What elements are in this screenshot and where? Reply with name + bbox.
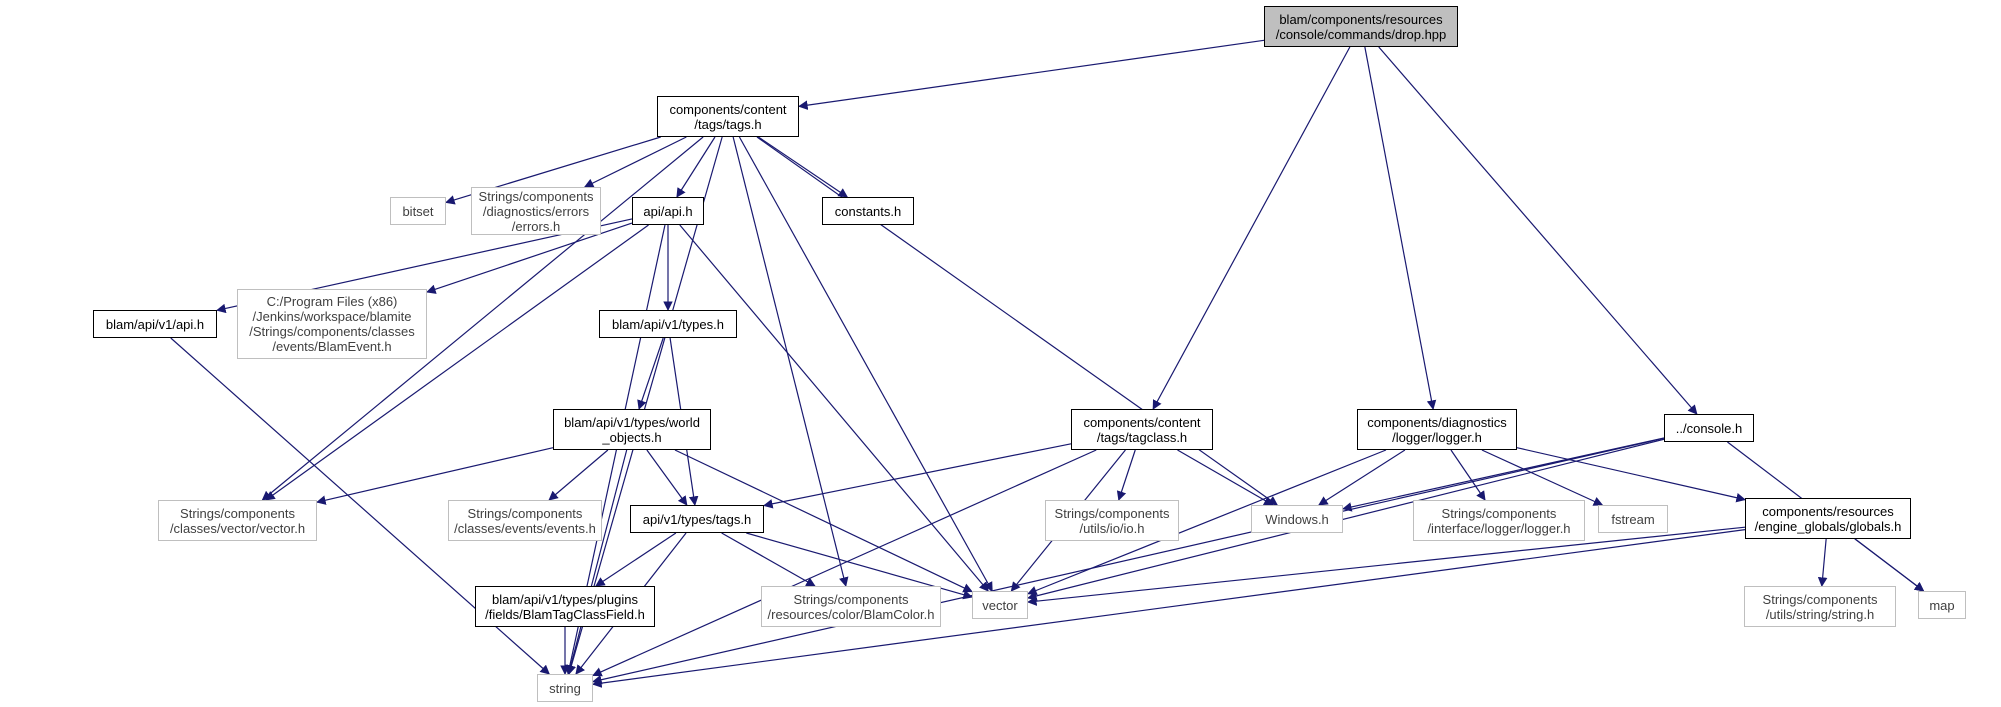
- edge-logger-to-globals: [1516, 447, 1746, 503]
- edge-apih-to-vector: [679, 224, 989, 592]
- node-vector: vector: [972, 591, 1028, 619]
- edge-tags-to-blamcolor: [732, 136, 849, 587]
- node-vectorh: Strings/components /classes/vector/vecto…: [158, 500, 317, 541]
- edge-tags-to-vectorh: [261, 136, 704, 501]
- edge-tags-to-errors: [583, 136, 687, 188]
- node-typestags[interactable]: api/v1/types/tags.h: [630, 505, 764, 533]
- edge-tags-to-apih: [676, 136, 716, 198]
- node-apih[interactable]: api/api.h: [632, 197, 704, 225]
- edge-drop-to-logger: [1364, 46, 1437, 410]
- edge-logger-to-windows: [1318, 449, 1406, 506]
- edge-console-to-windows: [1342, 437, 1665, 512]
- edge-drop-to-tagclass: [1152, 46, 1351, 410]
- edge-drop-to-tags: [798, 39, 1265, 110]
- edge-worldobj-to-vector: [674, 449, 973, 593]
- edge-worldobj-to-typestags: [646, 449, 688, 506]
- node-globals[interactable]: components/resources /engine_globals/glo…: [1745, 498, 1911, 539]
- node-map: map: [1918, 591, 1966, 619]
- node-string: string: [537, 674, 593, 702]
- node-fstream: fstream: [1598, 505, 1668, 533]
- node-blamcolor: Strings/components /resources/color/Blam…: [761, 586, 941, 627]
- edge-globals-to-vector: [1027, 526, 1746, 606]
- node-errors: Strings/components /diagnostics/errors /…: [471, 187, 601, 235]
- node-console[interactable]: ../console.h: [1664, 414, 1754, 442]
- edge-tagclass-to-string: [592, 449, 1097, 677]
- edge-logger-to-ilogger: [1450, 449, 1486, 501]
- edge-tagclass-to-windows: [1177, 449, 1274, 506]
- edge-tagclass-to-ioh: [1116, 449, 1136, 501]
- edge-v1types-to-worldobj: [637, 337, 664, 410]
- node-windows: Windows.h: [1251, 505, 1343, 533]
- edge-worldobj-to-string: [566, 449, 628, 675]
- edge-typestags-to-tagclassfield: [595, 532, 677, 587]
- node-logger[interactable]: components/diagnostics /logger/logger.h: [1357, 409, 1517, 450]
- edge-drop-to-console: [1378, 46, 1698, 415]
- node-blamevent: C:/Program Files (x86) /Jenkins/workspac…: [237, 289, 427, 359]
- node-drop[interactable]: blam/components/resources /console/comma…: [1264, 6, 1458, 47]
- edge-apih-to-vectorh: [265, 224, 649, 501]
- node-eventsh: Strings/components /classes/events/event…: [448, 500, 602, 541]
- edge-globals-to-stringh: [1817, 538, 1828, 587]
- edge-logger-to-fstream: [1481, 449, 1604, 506]
- node-tagclassfield[interactable]: blam/api/v1/types/plugins /fields/BlamTa…: [475, 586, 655, 627]
- edge-console-to-vector: [1027, 438, 1665, 601]
- node-ioh: Strings/components /utils/io/io.h: [1045, 500, 1179, 541]
- edge-globals-to-string: [592, 529, 1746, 688]
- node-tagclass[interactable]: components/content /tags/tagclass.h: [1071, 409, 1213, 450]
- edge-globals-to-map: [1854, 538, 1925, 592]
- node-v1types[interactable]: blam/api/v1/types.h: [599, 310, 737, 338]
- edge-worldobj-to-eventsh: [548, 449, 609, 501]
- edge-console-to-string: [592, 437, 1665, 685]
- edge-tags-to-constants: [758, 136, 849, 198]
- edge-layer: [170, 39, 1925, 688]
- node-tags[interactable]: components/content /tags/tags.h: [657, 96, 799, 137]
- node-bitset: bitset: [390, 197, 446, 225]
- node-ilogger: Strings/components /interface/logger/log…: [1413, 500, 1585, 541]
- edge-typestags-to-blamcolor: [721, 532, 816, 587]
- node-stringh: Strings/components /utils/string/string.…: [1744, 586, 1896, 627]
- node-v1api[interactable]: blam/api/v1/api.h: [93, 310, 217, 338]
- edge-worldobj-to-vectorh: [316, 447, 554, 505]
- node-worldobj[interactable]: blam/api/v1/types/world _objects.h: [553, 409, 711, 450]
- edge-tagclass-to-typestags: [763, 443, 1072, 509]
- node-constants[interactable]: constants.h: [822, 197, 914, 225]
